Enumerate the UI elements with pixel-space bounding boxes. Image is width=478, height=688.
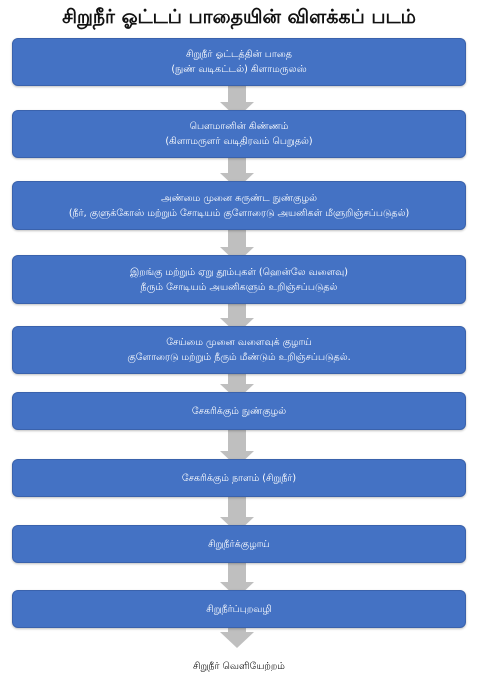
flow-step-7-line-1: சேகரிக்கும் நாளம் (சிறுநீர்) [181,472,297,484]
flow-step-6: சேகரிக்கும் நுண்குழல் [12,392,466,430]
flow-step-9-line-1: சிறுநீர்ப்புறவழி [206,603,272,615]
flow-step-3: அண்மை முனை சுருண்ட நுண்குழல் (நீர், குளுக… [12,181,466,230]
flow-step-5-line-1: சேய்மை முனை வளைவுக் குழாய் [166,337,312,348]
flow-step-3-line-2: (நீர், குளுக்கோஸ் மற்றும் சோடியம் குளோரை… [68,207,410,219]
flow-step-6-line-1: சேகரிக்கும் நுண்குழல் [191,405,287,417]
flow-step-1: சிறுநீர் ஓட்டத்தின் பாதை (நுண் வடிகட்டல்)… [12,38,466,86]
flow-step-4: இறங்கு மற்றும் ஏறு தூம்புகள் (ஹென்லே வளை… [12,255,466,304]
flow-step-9: சிறுநீர்ப்புறவழி [12,590,466,628]
flow-step-2: பௌமானின் கிண்ணம் (கிளாமருளர் வடிதிரவம் பெ… [12,110,466,158]
flow-step-8: சிறுநீர்க்குழாய் [12,525,466,563]
flow-step-1-line-1: சிறுநீர் ஓட்டத்தின் பாதை [186,49,292,60]
flow-step-2-line-1: பௌமானின் கிண்ணம் [189,121,289,132]
flow-step-7: சேகரிக்கும் நாளம் (சிறுநீர்) [12,459,466,497]
diagram-title: சிறுநீர் ஓட்டப் பாதையின் விளக்கப் படம் [62,6,416,28]
flow-step-4-line-1: இறங்கு மற்றும் ஏறு தூம்புகள் (ஹென்லே வளை… [130,266,348,278]
flow-step-8-line-1: சிறுநீர்க்குழாய் [208,538,270,550]
flow-step-2-line-2: (கிளாமருளர் வடிதிரவம் பெறுதல்) [165,136,313,147]
flow-step-4-line-2: நீரும் சோடியம் அயனிகளும் உறிஞ்சப்படுதல் [140,281,338,293]
final-step-label: சிறுநீர் வெளியேற்றம் [193,661,285,672]
flow-step-5: சேய்மை முனை வளைவுக் குழாய் குளோரைடு மற்று… [12,326,466,374]
flow-step-3-line-1: அண்மை முனை சுருண்ட நுண்குழல் [161,192,317,204]
flow-step-1-line-2: (நுண் வடிகட்டல்) கிளாமருலஸ் [171,64,307,75]
flow-step-5-line-2: குளோரைடு மற்றும் நீரும் மீண்டும் உறிஞ்சப… [127,352,351,363]
